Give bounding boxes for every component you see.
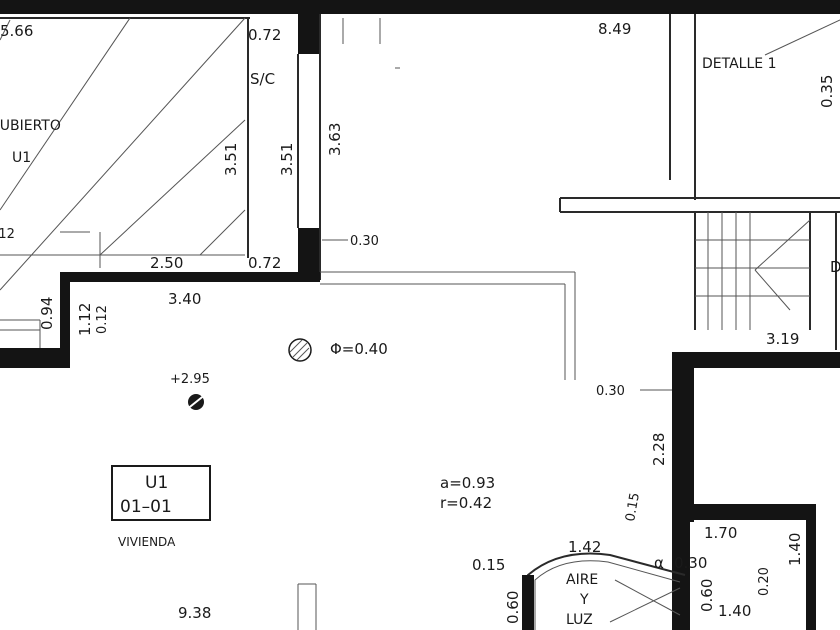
dim-detalle: 0.35 xyxy=(818,75,836,108)
alpha-label: α xyxy=(654,554,664,572)
top-wall xyxy=(0,0,840,14)
dim-2-28: 2.28 xyxy=(650,433,668,466)
dim-marks xyxy=(99,18,672,391)
dim-wall-0-30-right: 0.30 xyxy=(596,384,625,399)
phi-label: Φ=0.40 xyxy=(330,340,388,358)
dim-0-30-bot: 0.30 xyxy=(674,554,707,572)
main-walls xyxy=(0,271,576,380)
dim-1-12: 1.12 xyxy=(76,303,94,336)
dim-top-center: 8.49 xyxy=(598,20,631,38)
dim-1-42: 1.42 xyxy=(568,538,601,556)
dim-0-15-diag: 0.15 xyxy=(623,492,643,523)
stair xyxy=(694,212,837,350)
aire-line-3: LUZ xyxy=(566,612,593,628)
dim-0-60-left: 0.60 xyxy=(504,591,522,624)
aire-line-2: Y xyxy=(579,592,589,608)
covered-area xyxy=(0,17,250,291)
level-label: +2.95 xyxy=(170,372,210,387)
unit-code: U1 xyxy=(145,473,168,493)
stair-label-right: D xyxy=(830,258,840,276)
dim-0-20: 0.20 xyxy=(757,567,772,596)
dim-mid-3-51: 3.51 xyxy=(278,143,296,176)
dim-sc-bot: 0.72 xyxy=(248,254,281,272)
right-walls xyxy=(672,352,840,630)
dim-0-94: 0.94 xyxy=(38,297,56,330)
dim-left-3-51: 3.51 xyxy=(222,143,240,176)
detalle-label: DETALLE 1 xyxy=(702,56,776,72)
covered-unit: U1 xyxy=(12,150,31,166)
shaft xyxy=(297,14,321,280)
aire-line-1: AIRE xyxy=(566,572,598,588)
dim-shaft-3-63: 3.63 xyxy=(326,123,344,156)
dim-1-40-bot: 1.40 xyxy=(718,602,751,620)
dim-1-70: 1.70 xyxy=(704,524,737,542)
dim-0-60-right: 0.60 xyxy=(698,579,716,612)
drain-symbol xyxy=(288,338,312,362)
area-r: r=0.42 xyxy=(440,494,492,512)
dim-3-40: 3.40 xyxy=(168,290,201,308)
dim-wall-0-30-top: 0.30 xyxy=(350,234,379,249)
shaft-label: S/C xyxy=(250,70,275,88)
dim-top-left: 5.66 xyxy=(0,22,33,40)
detalle-room xyxy=(559,14,840,213)
dim-0-12: 0.12 xyxy=(95,305,110,334)
level-symbol xyxy=(185,393,207,411)
aire-luz-patio xyxy=(522,552,686,630)
dim-9-38: 9.38 xyxy=(178,604,211,622)
dim-1-40: 1.40 xyxy=(786,533,804,566)
door-jamb xyxy=(297,583,317,630)
unit-box xyxy=(111,465,211,521)
dim-stair-3-19: 3.19 xyxy=(766,330,799,348)
unit-number: 01–01 xyxy=(120,497,172,517)
dim-sc-top: 0.72 xyxy=(248,26,281,44)
dim-0-15-left: 0.15 xyxy=(472,556,505,574)
area-a: a=0.93 xyxy=(440,474,495,492)
dim-2-50: 2.50 xyxy=(150,254,183,272)
covered-label: CUBIERTO xyxy=(0,118,61,134)
dim-left-12: 0.12 xyxy=(0,227,15,242)
unit-use: VIVIENDA xyxy=(118,535,176,549)
